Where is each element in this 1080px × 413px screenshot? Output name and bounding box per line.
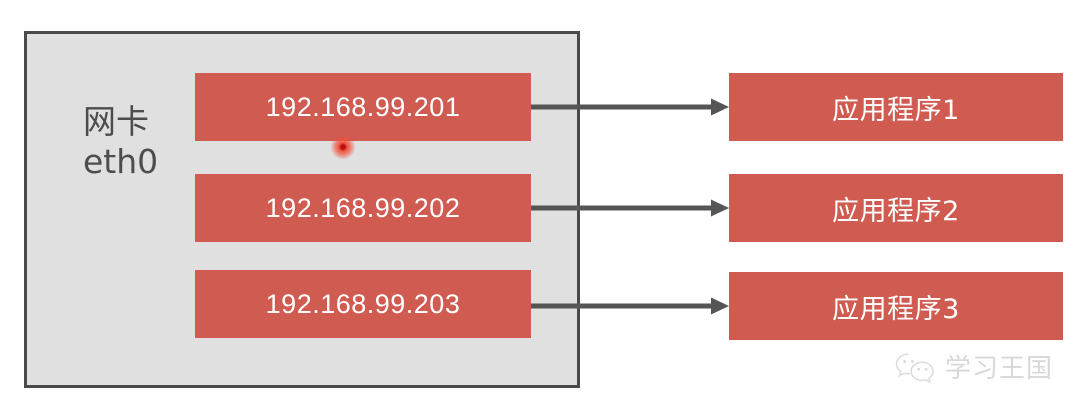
wechat-icon	[893, 350, 937, 384]
ip-box-3[interactable]: 192.168.99.203	[195, 270, 531, 338]
app-box-2[interactable]: 应用程序2	[729, 174, 1063, 242]
app-box-3[interactable]: 应用程序3	[729, 272, 1063, 340]
nic-label: 网卡 eth0	[83, 102, 159, 181]
cursor-click-marker	[331, 135, 355, 159]
watermark-text: 学习王国	[945, 354, 1054, 384]
app-box-1[interactable]: 应用程序1	[729, 73, 1063, 141]
watermark: 学习王国	[893, 348, 1053, 385]
ip-box-1[interactable]: 192.168.99.201	[195, 73, 531, 141]
ip-box-2[interactable]: 192.168.99.202	[195, 174, 531, 242]
